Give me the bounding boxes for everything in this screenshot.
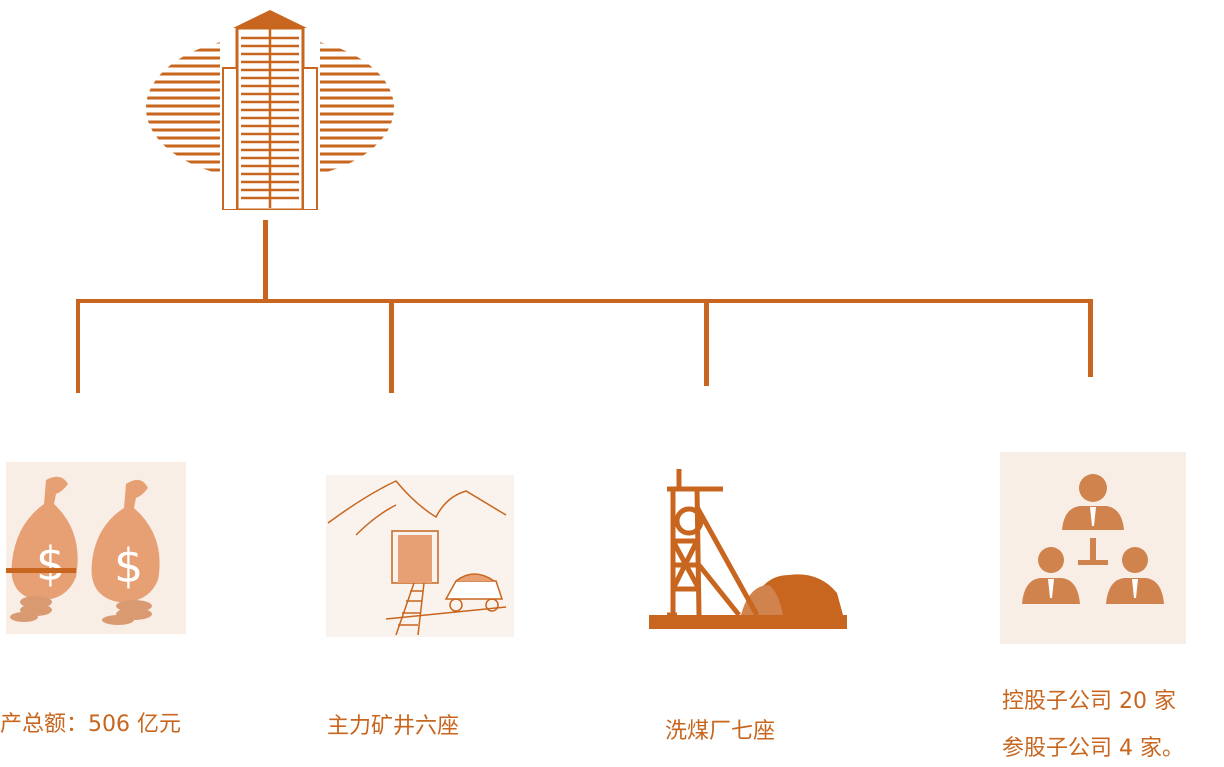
branch-connector-2 — [389, 301, 394, 393]
branch-label-1: 产总额：506 亿元 — [0, 712, 181, 737]
branch-connector-4 — [1088, 301, 1093, 377]
money-bags-icon: $ $ — [6, 462, 186, 634]
mine-entrance-icon — [326, 475, 514, 637]
branch-label-4-line-1: 控股子公司 20 家 — [1002, 689, 1176, 714]
branch-connector-1 — [76, 301, 80, 393]
branch-label-4-line-2: 参股子公司 4 家。 — [1002, 736, 1184, 761]
coal-washing-plant-icon — [649, 467, 847, 632]
office-building-icon — [145, 8, 395, 212]
svg-text:$: $ — [114, 539, 143, 593]
svg-text:$: $ — [36, 537, 65, 591]
branch-connector-3 — [704, 301, 709, 386]
root-connector — [263, 220, 268, 302]
horizontal-bus — [76, 299, 1093, 303]
branch-label-2: 主力矿井六座 — [327, 714, 460, 739]
branch-label-3: 洗煤厂七座 — [665, 719, 776, 744]
org-chart-people-icon — [1000, 452, 1186, 644]
